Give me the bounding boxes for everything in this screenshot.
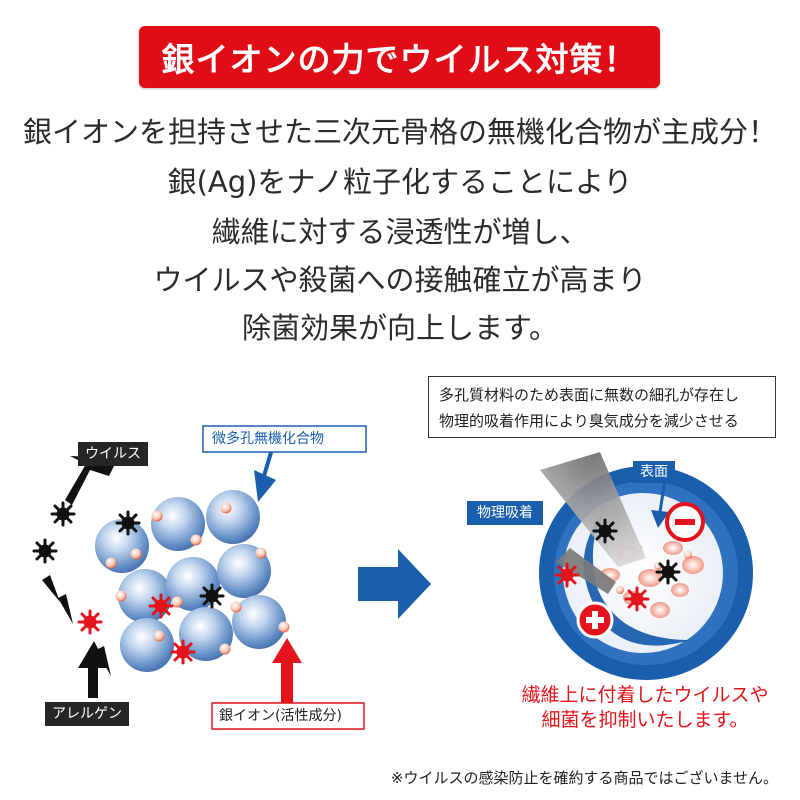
body-line-5: 除菌効果が向上します。: [241, 311, 559, 345]
headline-banner: 銀イオンの力でウイルス対策！: [139, 26, 660, 88]
direction-arrow: [358, 549, 431, 619]
surface-pointer-arrow: [651, 479, 669, 528]
minus-charge-icon: [665, 502, 705, 542]
silver-ion-pointer-arrow: [272, 638, 302, 705]
silver-ion-particles: [105, 502, 290, 655]
adsorption-label: 物理吸着: [466, 500, 544, 526]
virus-label: ウイルス: [78, 442, 148, 466]
porous-note-line-1: 多孔質材料のため表面に無数の細孔が存在し: [439, 386, 740, 404]
plus-charge-icon: [576, 601, 614, 639]
adsorption-beams: [540, 452, 646, 594]
body-line-4: ウイルスや殺菌への接触確立が高まり: [153, 263, 647, 297]
headline-text: 銀イオンの力でウイルス対策！: [161, 40, 638, 79]
silver-ion-label: 銀イオン(活性成分): [219, 708, 342, 724]
allergen-pointer-arrow: [78, 641, 108, 698]
body-line-3: 繊維に対する浸透性が増し、: [211, 215, 589, 249]
virus-pointer-arrow: [65, 456, 118, 505]
body-line-2: 銀(Ag)をナノ粒子化することにより: [167, 165, 633, 199]
allergen-label: アレルゲン: [45, 702, 129, 726]
result-line-2: 細菌を抑制いたします。: [541, 709, 749, 731]
compound-pointer-arrow: [254, 448, 276, 502]
compound-label: 微多孔無機化合物: [212, 431, 324, 447]
body-line-1: 銀イオンを担持させた三次元骨格の無機化合物が主成分！: [22, 115, 777, 149]
disclaimer-footnote: ※ウイルスの感染防止を確約する商品ではございません。: [390, 769, 778, 787]
result-line-1: 繊維上に付着したウイルスや: [521, 684, 769, 706]
surface-label: 表面: [633, 461, 675, 483]
porous-note-box: 多孔質材料のため表面に無数の細孔が存在し 物理的吸着作用により臭気成分を減少させ…: [428, 376, 776, 438]
porous-note-line-2: 物理的吸着作用により臭気成分を減少させる: [439, 412, 739, 430]
